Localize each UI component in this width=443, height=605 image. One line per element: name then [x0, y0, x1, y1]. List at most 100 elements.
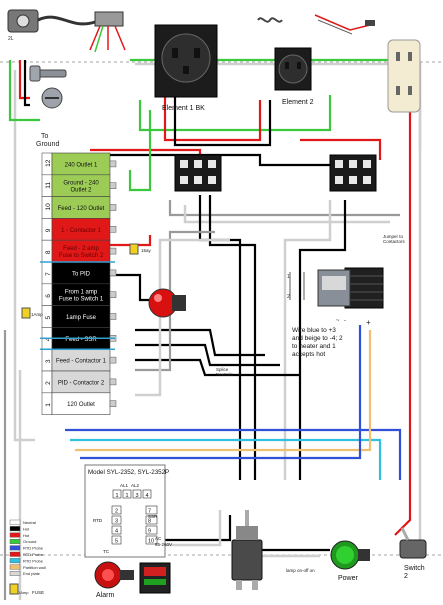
terminal-label-line: Outlet 2	[70, 188, 92, 194]
legend-swatch	[9, 526, 21, 532]
terminal-label-line: To PID	[72, 271, 91, 277]
pid-terminal-number: 1	[126, 493, 129, 499]
legend-label: Neutral	[23, 520, 36, 525]
lamp-note: lamp on-off on	[286, 568, 315, 573]
pid-terminal-number: 3	[115, 519, 118, 525]
pid-terminal	[145, 515, 158, 525]
fuse-legend-icon	[9, 583, 19, 595]
pid-terminal-number: 9	[148, 529, 151, 535]
element1-receptacle-icon	[154, 24, 218, 98]
pid-to-switch-white	[165, 510, 222, 547]
pid-terminal-number: 4	[115, 529, 118, 535]
pid-al1: AL1	[120, 483, 129, 488]
red-wire-top	[18, 60, 30, 100]
red-element1	[163, 90, 262, 142]
knob-icon	[41, 87, 63, 109]
text-line: Wire blue to +3	[292, 327, 336, 334]
terminal-label-line: Feed - SSR	[65, 337, 97, 343]
pid-terminal	[145, 525, 158, 535]
terminal-label: Feed - 120 Outlet	[58, 206, 105, 212]
element1-label: Element 1 BK	[162, 105, 205, 112]
terminal-screw	[109, 182, 117, 189]
terminal-screw	[109, 226, 117, 233]
legend-swatch	[9, 564, 21, 570]
terminal-label-line: 120 Outlet	[67, 402, 95, 408]
terminal-label-line: Ground - 240	[63, 181, 99, 187]
terminal-screw	[109, 313, 117, 320]
terminal-label: PID - Contactor 2	[58, 380, 105, 386]
terminal-screw	[109, 247, 117, 255]
fuse-note: 1Amp	[31, 312, 43, 317]
legend-swatch	[9, 532, 21, 538]
pid-terminal	[145, 505, 158, 515]
terminal-label-line: From 1 amp	[65, 290, 98, 296]
black-right-down	[298, 200, 347, 480]
legend-swatch	[9, 539, 21, 544]
black-element1	[173, 95, 272, 147]
terminal-number: 2	[45, 381, 52, 385]
terminal-label-line: Feed - Contactor 1	[56, 359, 107, 365]
text-line: AC	[155, 536, 162, 541]
relay-note: 15ay	[141, 248, 152, 253]
contactor-1-icon	[174, 154, 222, 192]
terminal-row: 2 PID - Contactor 2	[41, 370, 117, 394]
terminal-label-line: Fuse to Switch 1	[59, 297, 104, 303]
terminal-number: 3	[45, 359, 52, 363]
terminal-number: 7	[45, 272, 52, 276]
terminal-label-line: 1 - Contactor 1	[61, 228, 101, 234]
blue-rtd	[65, 428, 402, 480]
white-120outlet	[135, 238, 230, 397]
plug-cord-icon: 2L	[7, 9, 126, 53]
contactor-2-icon	[329, 154, 377, 192]
legend-label: Hot	[23, 533, 30, 538]
terminal-label-line: 1amp Fuse	[66, 315, 97, 321]
terminal-label-line: 240 Outlet 1	[65, 162, 98, 168]
pid-terminal	[112, 489, 122, 499]
terminal-label-line: Feed - 120 Outlet	[58, 206, 105, 212]
ssr-plus-label: +	[366, 318, 371, 327]
toggle-switch-icon	[231, 510, 263, 590]
text-line: 85-260V	[155, 542, 172, 547]
to-ground-line1: To	[41, 133, 49, 140]
pid-terminal-number: 10	[148, 539, 154, 545]
red-right-contactor	[300, 138, 382, 160]
pid-tc-label: TC	[103, 549, 110, 554]
white-wire-top-long	[13, 70, 35, 442]
pid-terminal	[111, 505, 122, 515]
terminal-screw	[109, 291, 117, 298]
terminal-label: 1 - Contactor 1	[61, 228, 101, 234]
terminal-label: 240 Outlet 1	[65, 162, 98, 168]
legend-label: End plate	[23, 571, 41, 576]
power-light-icon	[330, 540, 370, 570]
terminal-screw	[109, 400, 117, 407]
pid-terminal-number: 8	[148, 519, 151, 525]
terminal-label-line: Feed - 2 amp	[63, 246, 99, 252]
pid-terminal	[142, 489, 152, 499]
green-element-loop	[138, 95, 332, 132]
text-line: to heater and 1	[292, 343, 336, 350]
terminal-number: 5	[45, 316, 52, 320]
text-line: Splice	[216, 367, 229, 372]
pid-terminal	[132, 489, 142, 499]
pid-rtd-label: RTD	[93, 518, 103, 523]
legend-swatch	[9, 558, 21, 564]
pid-terminal	[122, 489, 132, 499]
legend-swatch	[9, 519, 21, 525]
white-right-down	[283, 200, 332, 480]
gray-jumper	[168, 200, 400, 217]
text-line: accepts hot	[292, 351, 325, 358]
black-ssr-line1	[135, 328, 265, 357]
to-ground-line2: Ground	[36, 141, 59, 148]
fuse-word: FUSE	[32, 590, 44, 595]
